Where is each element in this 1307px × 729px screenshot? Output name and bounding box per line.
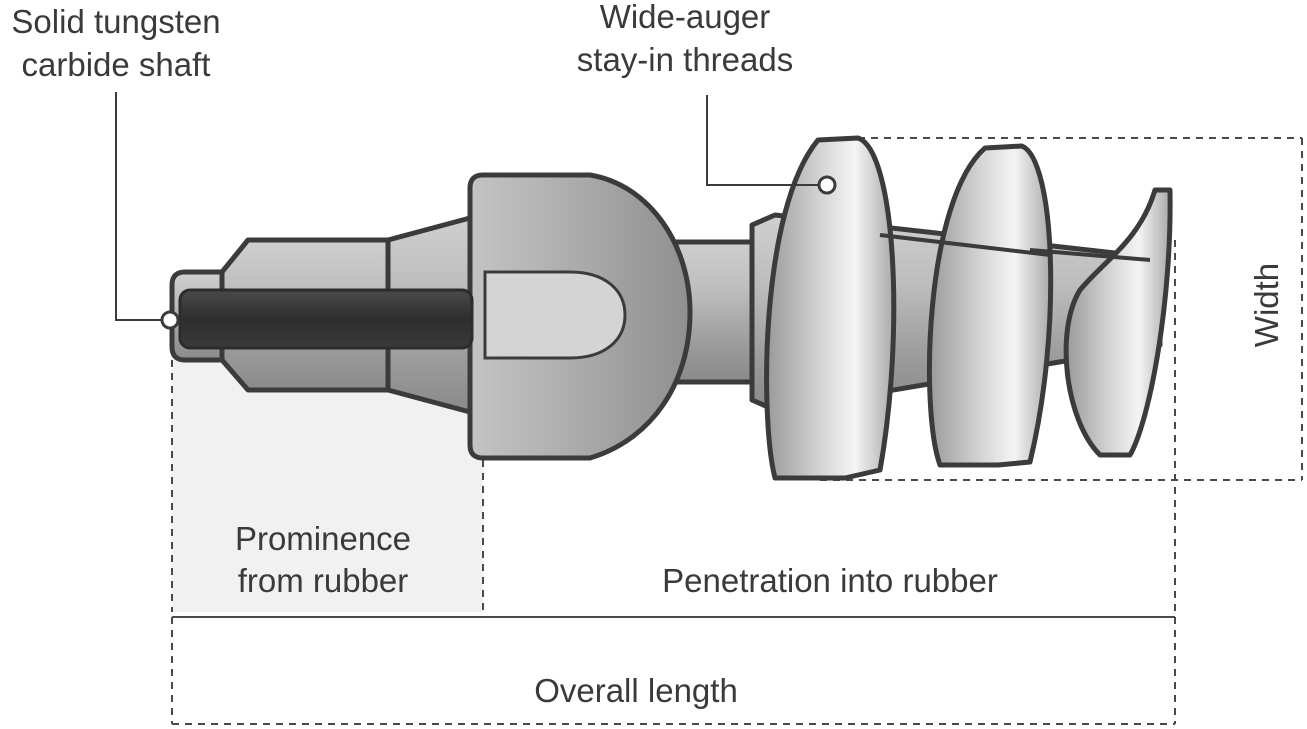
overall-length-label: Overall length (534, 672, 738, 709)
shaft-callout-dot (160, 310, 180, 330)
callouts (115, 92, 837, 330)
width-label: Width (1248, 263, 1285, 347)
prominence-label-line2: from rubber (238, 562, 409, 599)
prominence-label-line1: Prominence (235, 520, 411, 557)
dimension-lines (171, 137, 1303, 725)
shaft-label-line2: carbide shaft (22, 46, 211, 83)
threads-label-line1: Wide-auger (600, 0, 771, 35)
threads-callout-dot (817, 175, 837, 195)
threads-label-line2: stay-in threads (577, 41, 793, 78)
stud-illustration (169, 135, 1173, 481)
penetration-label: Penetration into rubber (662, 562, 998, 599)
shaft-label-line1: Solid tungsten (11, 3, 220, 40)
